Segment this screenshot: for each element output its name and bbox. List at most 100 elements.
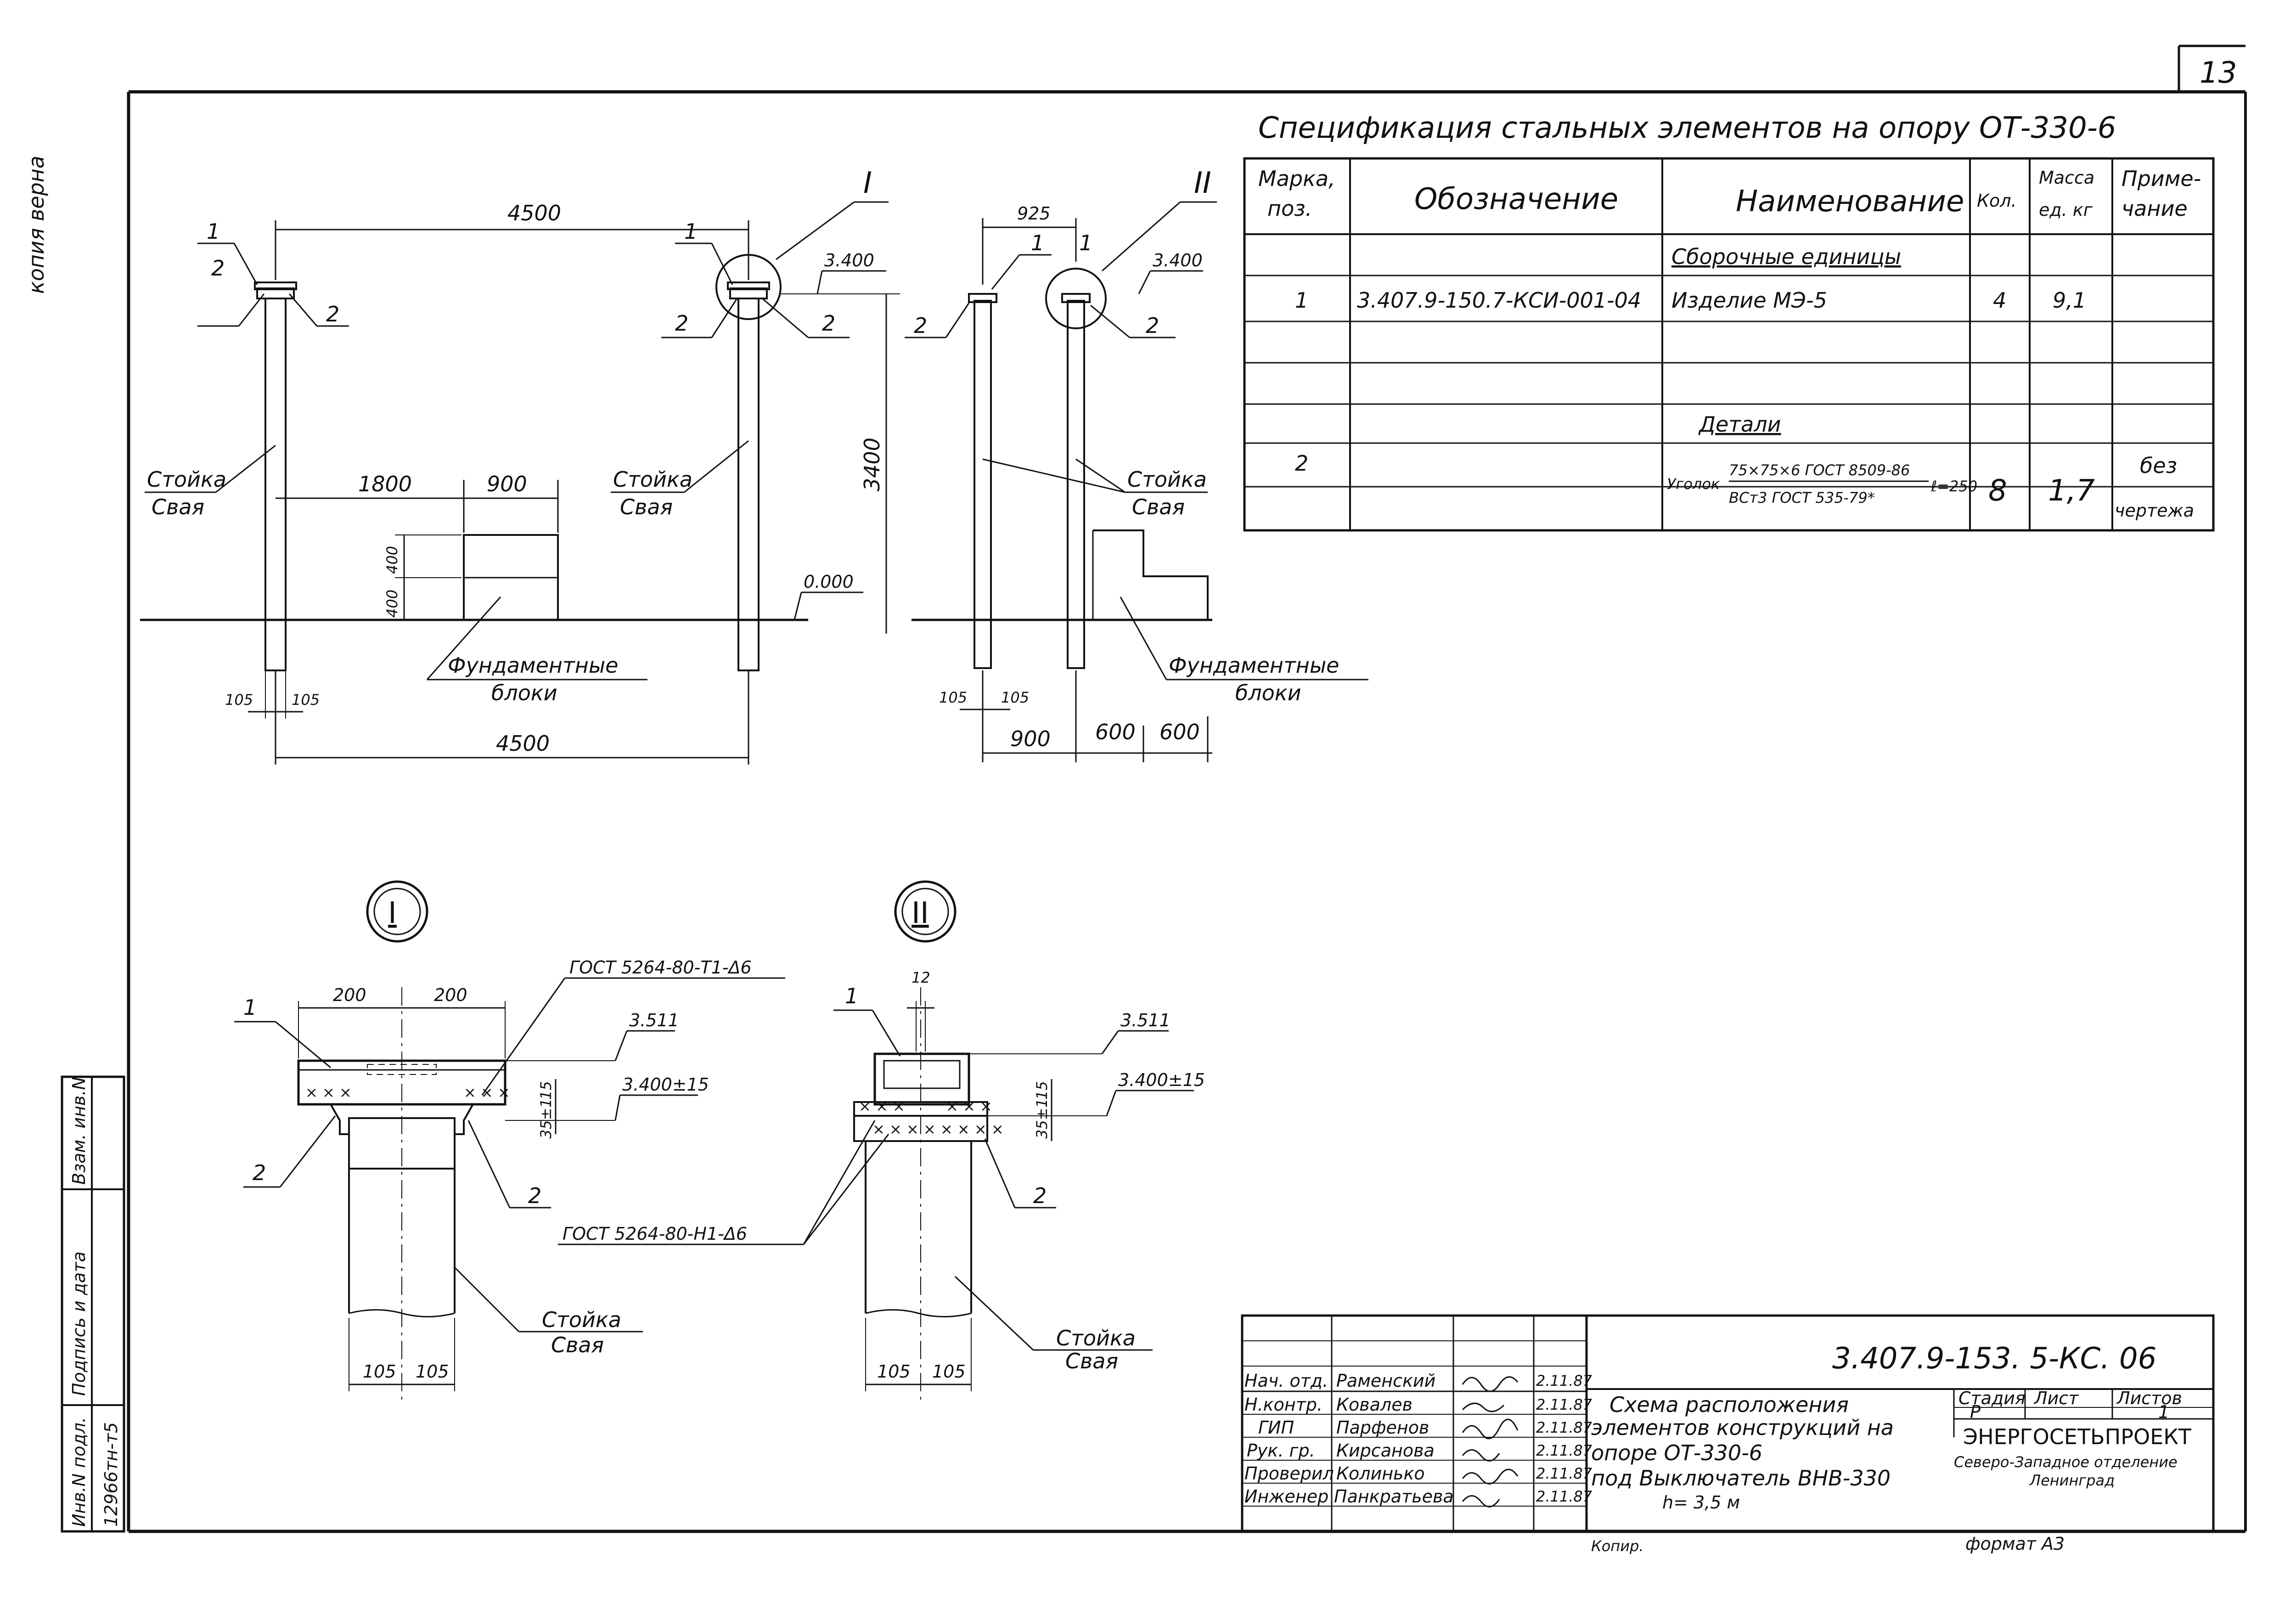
svg-text:900: 900 <box>1010 726 1051 751</box>
spec-row-2: 2 Уголок 75×75×6 ГОСТ 8509-86 ВСт3 ГОСТ … <box>1295 451 2194 521</box>
svg-text:1: 1 <box>1079 231 1092 255</box>
org-name: ЭНЕРГОСЕТЬПРОЕКТ <box>1963 1424 2192 1449</box>
svg-text:Лист: Лист <box>2033 1388 2079 1408</box>
svg-text:без: без <box>2140 453 2177 478</box>
svg-text:Свая: Свая <box>620 495 673 519</box>
svg-text:1: 1 <box>2158 1402 2169 1422</box>
svg-text:2.11.87: 2.11.87 <box>1536 1396 1593 1413</box>
svg-text:3.511: 3.511 <box>1120 1010 1171 1030</box>
sheet-frame: 13 <box>127 45 2247 1533</box>
elevation-1: 4500 4500 105 105 1800 900 400 400 3400 … <box>140 166 900 765</box>
svg-text:600: 600 <box>1095 720 1136 744</box>
svg-text:3.407.9-150.7-КСИ-001-04: 3.407.9-150.7-КСИ-001-04 <box>1357 288 1641 313</box>
svg-text:Северо-Западное отделение: Северо-Западное отделение <box>1954 1453 2178 1471</box>
svg-text:925: 925 <box>1017 203 1051 224</box>
spec-table: Спецификация стальных элементов на опору… <box>1243 111 2215 532</box>
svg-text:Свая: Свая <box>152 495 204 519</box>
svg-text:чертежа: чертежа <box>2115 501 2194 521</box>
svg-text:Обозначение: Обозначение <box>1414 182 1618 216</box>
svg-text:Проверил: Проверил <box>1244 1463 1334 1484</box>
svg-text:Листов: Листов <box>2116 1388 2182 1408</box>
svg-text:Копир.: Копир. <box>1591 1537 1644 1555</box>
svg-text:2: 2 <box>1033 1183 1047 1208</box>
svg-text:поз.: поз. <box>1267 196 1312 221</box>
svg-text:ГИП: ГИП <box>1258 1418 1294 1438</box>
svg-text:× × ×: × × × <box>305 1084 352 1101</box>
callout-circle-II <box>1045 268 1107 329</box>
svg-text:Свая: Свая <box>1132 495 1185 519</box>
svg-text:900: 900 <box>487 472 527 496</box>
svg-text:Панкратьева: Панкратьева <box>1334 1486 1454 1507</box>
svg-text:200: 200 <box>434 985 467 1005</box>
svg-text:ед. кг: ед. кг <box>2039 200 2093 220</box>
svg-text:Стойка: Стойка <box>613 467 692 492</box>
post-left <box>264 298 287 671</box>
title-block: Нач. отд. Н.контр. ГИП Рук. гр. Проверил… <box>1241 1314 2215 1555</box>
copy-stamp: копия верна <box>24 156 49 294</box>
svg-text:Фундаментные: Фундаментные <box>1169 653 1339 678</box>
svg-text:II: II <box>912 896 929 930</box>
svg-text:4500: 4500 <box>496 731 550 756</box>
svg-text:Масса: Масса <box>2039 168 2094 188</box>
detail-II: II × × × × × × × × × × × × × × 12 105 10… <box>558 880 1205 1405</box>
svg-text:12: 12 <box>912 969 930 986</box>
svg-text:Ковалев: Ковалев <box>1336 1395 1412 1415</box>
svg-text:105: 105 <box>225 691 253 709</box>
detail-I: I × × × × × × 200 200 105 105 ГОСТ 5264-… <box>234 880 785 1405</box>
svg-text:Стойка: Стойка <box>147 467 226 492</box>
svg-text:75×75×6 ГОСТ 8509-86: 75×75×6 ГОСТ 8509-86 <box>1729 461 1910 479</box>
svg-text:чание: чание <box>2122 196 2188 221</box>
svg-text:Инженер: Инженер <box>1244 1486 1328 1507</box>
svg-text:105: 105 <box>292 691 320 709</box>
svg-text:Уголок: Уголок <box>1667 475 1720 493</box>
svg-text:2: 2 <box>211 256 225 281</box>
svg-text:0.000: 0.000 <box>804 572 854 592</box>
svg-text:Взам. инв.N: Взам. инв.N <box>69 1077 89 1185</box>
svg-text:400: 400 <box>383 590 401 618</box>
detail-I-mark <box>366 880 428 943</box>
svg-text:Нач. отд.: Нач. отд. <box>1244 1371 1328 1391</box>
page-number: 13 <box>2200 56 2237 90</box>
svg-text:Р: Р <box>1970 1402 1981 1422</box>
spec-row-1: 1 3.407.9-150.7-КСИ-001-04 Изделие МЭ-5 … <box>1295 288 2086 313</box>
svg-text:h= 3,5 м: h= 3,5 м <box>1662 1492 1740 1513</box>
svg-text:ℓ=250: ℓ=250 <box>1930 478 1977 495</box>
svg-text:1: 1 <box>243 995 257 1020</box>
svg-text:формат А3: формат А3 <box>1965 1534 2065 1554</box>
svg-text:× × ×: × × × <box>946 1097 992 1115</box>
svg-text:блоки: блоки <box>1235 681 1301 705</box>
svg-text:4500: 4500 <box>507 201 561 225</box>
svg-text:15: 15 <box>537 1081 555 1100</box>
svg-text:105: 105 <box>416 1361 449 1382</box>
svg-text:105: 105 <box>1001 689 1029 706</box>
svg-text:2: 2 <box>326 302 339 326</box>
svg-text:3.400: 3.400 <box>824 250 874 270</box>
detail-II-mark <box>894 880 957 943</box>
svg-text:400: 400 <box>383 546 401 574</box>
svg-text:Свая: Свая <box>1065 1349 1118 1373</box>
svg-text:2.11.87: 2.11.87 <box>1536 1488 1593 1505</box>
svg-text:Стойка: Стойка <box>542 1307 621 1332</box>
svg-text:2.11.87: 2.11.87 <box>1536 1442 1593 1459</box>
svg-text:15: 15 <box>1033 1081 1051 1100</box>
svg-text:Подпись и дата: Подпись и дата <box>69 1251 89 1396</box>
svg-text:Свая: Свая <box>551 1333 604 1357</box>
svg-text:Стойка: Стойка <box>1056 1326 1136 1350</box>
svg-text:I: I <box>388 896 397 930</box>
svg-text:105: 105 <box>363 1361 396 1382</box>
svg-text:600: 600 <box>1159 720 1200 744</box>
svg-text:Фундаментные: Фундаментные <box>448 653 618 678</box>
post-right <box>1067 300 1085 669</box>
svg-text:Изделие МЭ-5: Изделие МЭ-5 <box>1671 288 1827 313</box>
svg-text:2: 2 <box>1295 451 1308 476</box>
svg-text:Кирсанова: Кирсанова <box>1336 1440 1435 1461</box>
svg-text:Ленинград: Ленинград <box>2029 1472 2115 1489</box>
svg-text:опоре ОТ-330-6: опоре ОТ-330-6 <box>1591 1440 1762 1465</box>
svg-text:9,1: 9,1 <box>2053 288 2086 313</box>
post-right <box>737 298 760 671</box>
section-details: Детали <box>1698 412 1781 437</box>
svg-text:2.11.87: 2.11.87 <box>1536 1465 1593 1482</box>
svg-text:2: 2 <box>1146 313 1159 338</box>
svg-text:1: 1 <box>845 984 858 1008</box>
